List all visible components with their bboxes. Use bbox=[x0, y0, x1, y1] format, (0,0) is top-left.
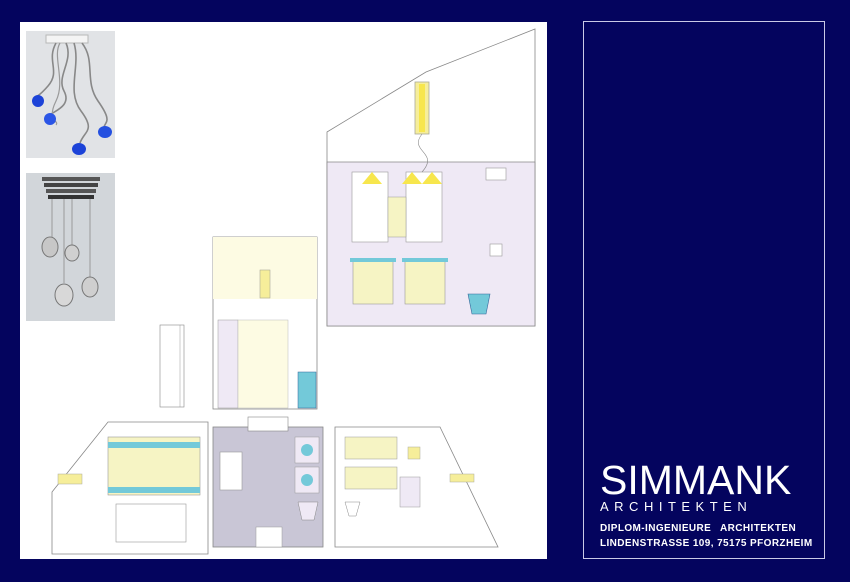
pendant-lamp-blue-photo bbox=[26, 31, 115, 158]
firm-panel: SIMMANK ARCHITEKTEN DIPLOM-INGENIEURE AR… bbox=[583, 21, 825, 559]
firm-name: SIMMANK bbox=[600, 457, 792, 503]
pendant-spot-lamp-photo bbox=[26, 173, 115, 321]
middle-section-view bbox=[159, 236, 318, 410]
spot-pendant-lamp-icon bbox=[41, 177, 100, 307]
floor-plan-drawing bbox=[51, 28, 536, 555]
firm-address: LINDENSTRASSE 109, 75175 PFORZHEIM bbox=[600, 538, 813, 549]
lower-right-plan bbox=[334, 426, 499, 548]
lower-left-plan bbox=[51, 421, 209, 555]
firm-branding: SIMMANK ARCHITEKTEN DIPLOM-INGENIEURE AR… bbox=[600, 457, 813, 551]
upper-section-view bbox=[326, 28, 536, 327]
drawing-sheet bbox=[20, 22, 547, 559]
blue-pendant-lamp-icon bbox=[32, 34, 112, 155]
firm-subtitle: ARCHITEKTEN bbox=[600, 499, 753, 514]
firm-qualification: DIPLOM-INGENIEURE ARCHITEKTEN bbox=[600, 523, 797, 534]
lower-middle-plan bbox=[212, 416, 324, 548]
